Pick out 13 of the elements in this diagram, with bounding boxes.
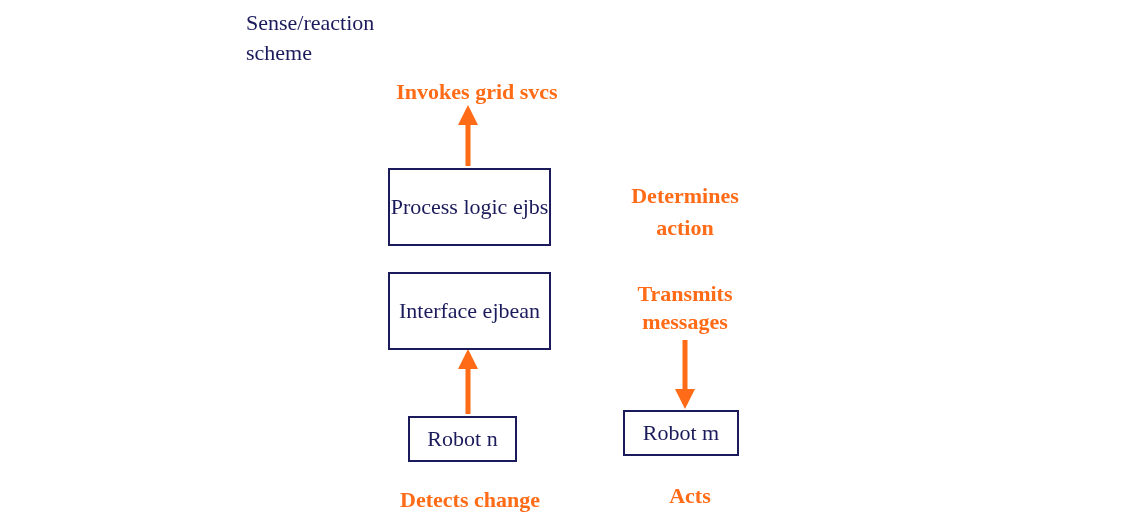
- annotation-label: Determines action: [630, 182, 740, 242]
- arrow: [675, 340, 695, 409]
- process-box: Interface ejbean: [388, 272, 551, 350]
- annotation-label: Acts: [668, 482, 712, 510]
- title: Sense/reaction scheme: [246, 9, 376, 67]
- annotation-label: Detects change: [399, 486, 541, 514]
- step-label: Transmits messages: [605, 280, 765, 336]
- process-box: Robot m: [623, 410, 739, 456]
- process-box: Robot n: [408, 416, 517, 462]
- process-box: Process logic ejbs: [388, 168, 551, 246]
- arrow: [458, 105, 478, 166]
- step-label: Invokes grid svcs: [362, 78, 592, 106]
- arrow: [458, 349, 478, 414]
